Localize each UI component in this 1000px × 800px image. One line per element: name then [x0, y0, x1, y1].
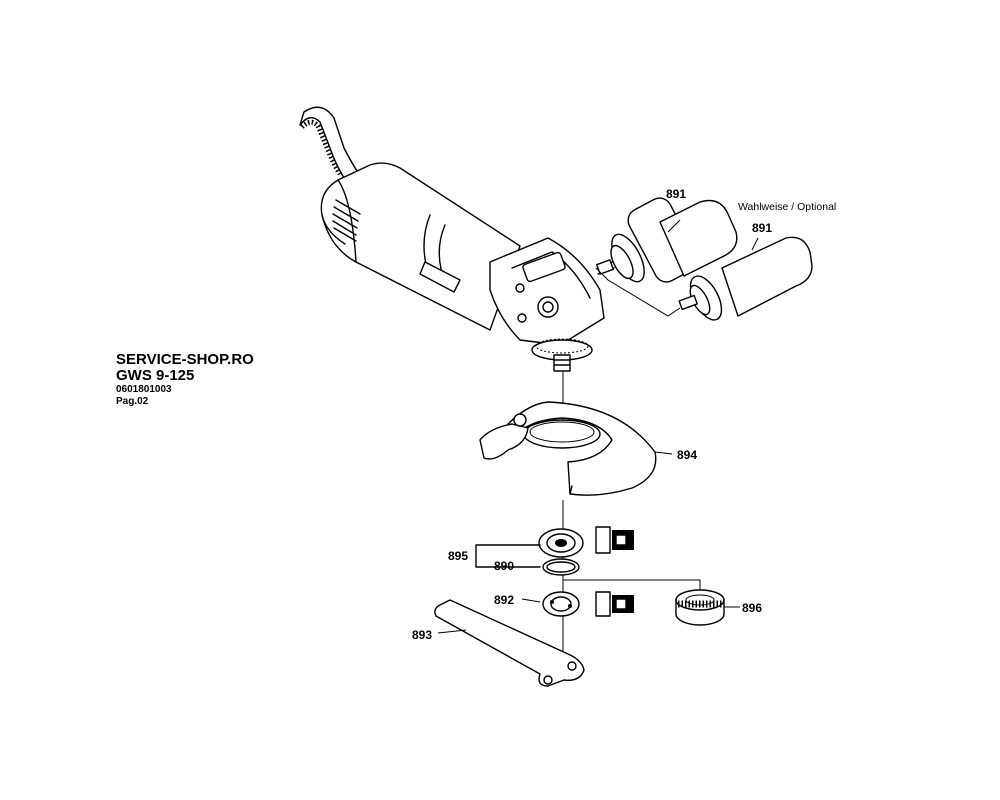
shop-name: SERVICE-SHOP.RO — [116, 351, 254, 368]
vent-slots — [332, 199, 361, 242]
mounting-flange — [538, 526, 634, 558]
optional-note: Wahlweise / Optional — [738, 201, 836, 213]
part-label-894: 894 — [677, 448, 697, 462]
part-label-896: 896 — [742, 601, 762, 615]
side-handle-optional — [596, 197, 738, 283]
angle-grinder-body — [320, 162, 605, 372]
header-block: SERVICE-SHOP.RO GWS 9-125 0601801003 Pag… — [116, 352, 254, 408]
part-label-893: 893 — [412, 628, 432, 642]
side-handle-standard — [678, 236, 813, 321]
part-label-890: 890 — [494, 559, 514, 573]
quick-clamp-nut — [675, 589, 740, 626]
bracket-895 — [475, 544, 541, 568]
model-name: GWS 9-125 — [116, 367, 195, 384]
clamping-nut — [542, 591, 634, 617]
page-number: Pag.02 — [116, 396, 149, 407]
part-label-891b: 891 — [752, 221, 772, 235]
part-label-895: 895 — [448, 549, 468, 563]
o-ring — [542, 558, 580, 576]
pin-spanner — [434, 599, 585, 687]
part-label-891: 891 — [666, 187, 686, 201]
article-code: 0601801003 — [116, 384, 172, 395]
part-label-892: 892 — [494, 593, 514, 607]
wheel-guard — [479, 401, 673, 496]
